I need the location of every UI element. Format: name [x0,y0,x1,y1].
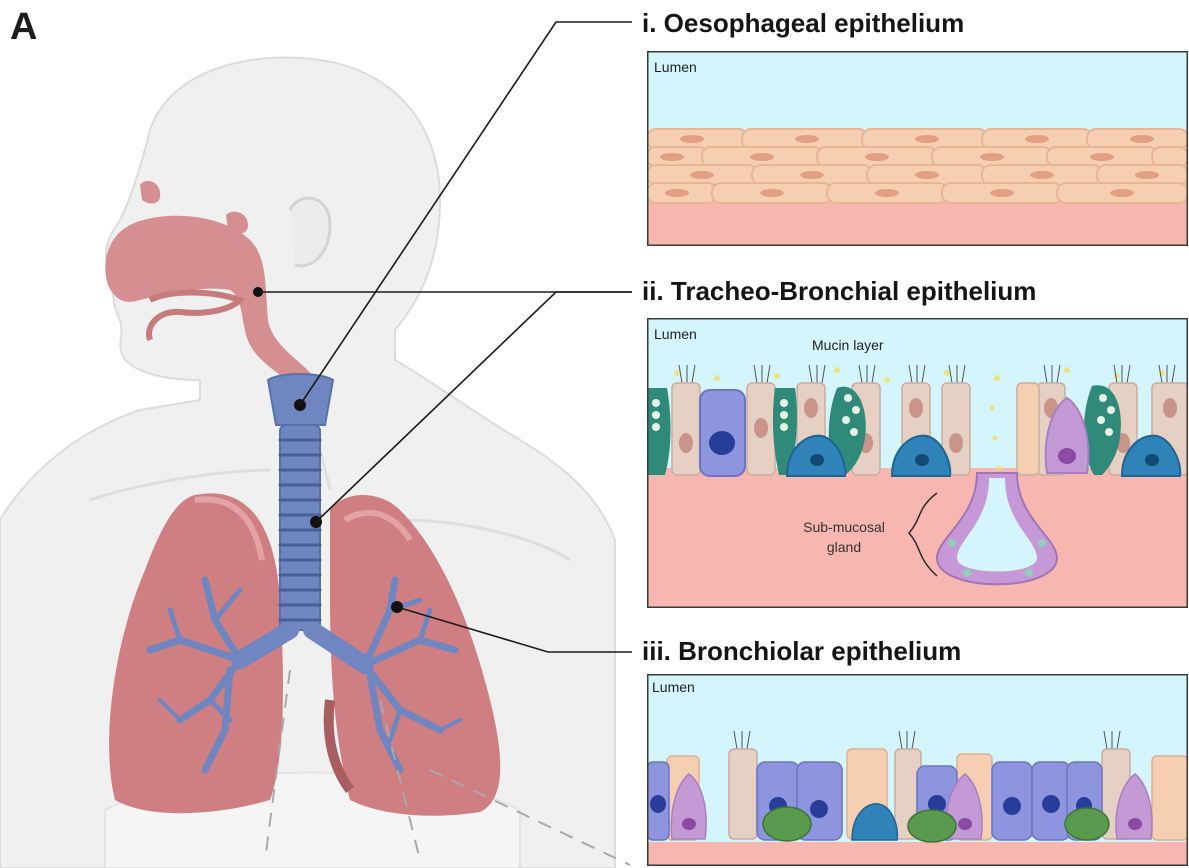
lumen-label-bronchiolar: Lumen [652,679,695,695]
section-title-oesophageal: i. Oesophageal epithelium [642,8,964,39]
section-title-bronchiolar: iii. Bronchiolar epithelium [642,636,961,667]
oesophageal-epithelium-panel [647,51,1188,246]
lumen-label-tracheobronchial: Lumen [654,326,697,342]
section-title-tracheobronchial: ii. Tracheo-Bronchial epithelium [642,276,1036,307]
submucosal-gland-label-line1: Sub-mucosal [784,517,904,537]
tracheobronchial-epithelium-panel [647,318,1188,608]
mucin-layer-label: Mucin layer [812,337,884,353]
submucosal-gland-label-line2: gland [784,537,904,557]
bronchiolar-epithelium-panel [647,674,1188,866]
lumen-label-oesophageal: Lumen [654,59,697,75]
submucosal-gland-label: Sub-mucosal gland [784,517,904,557]
